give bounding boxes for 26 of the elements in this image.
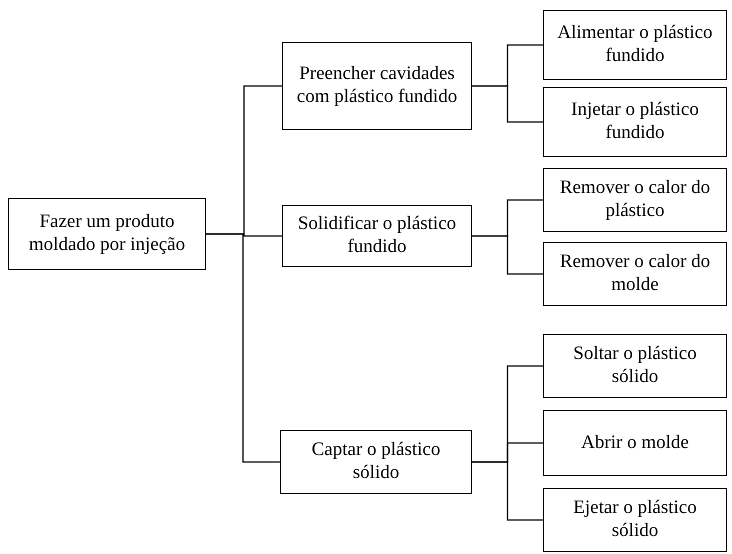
box-text: Ejetar o plástico sólido: [572, 497, 698, 543]
function-box: [280, 430, 472, 494]
function-box: [543, 410, 727, 476]
function-box: [543, 242, 727, 306]
connector-line: [472, 235, 543, 275]
box-text: Solidificar o plástico fundido: [296, 213, 458, 259]
box-text: Alimentar o plástico fundido: [556, 22, 714, 68]
connector-line: [206, 233, 280, 463]
box-text: Remover o calor do molde: [558, 251, 712, 297]
function-box: [543, 168, 727, 232]
box-text: Soltar o plástico sólido: [572, 343, 698, 389]
function-box: [543, 87, 727, 157]
connector-line: [472, 85, 543, 123]
function-box: [543, 334, 727, 398]
box-text: Abrir o molde: [581, 432, 689, 454]
function-box: [282, 42, 472, 130]
function-box: [543, 488, 727, 552]
box-text: Remover o calor do plástico: [558, 177, 712, 223]
box-text: Injetar o plástico fundido: [570, 99, 700, 145]
box-text: Preencher cavidades com plástico fundido: [296, 63, 458, 109]
function-box: [543, 10, 727, 80]
connector-line: [472, 461, 543, 521]
box-text: Fazer um produto moldado por injeção: [28, 211, 186, 257]
function-box: [8, 198, 206, 270]
function-box: [282, 205, 472, 267]
box-text: Captar o plástico sólido: [310, 439, 442, 485]
